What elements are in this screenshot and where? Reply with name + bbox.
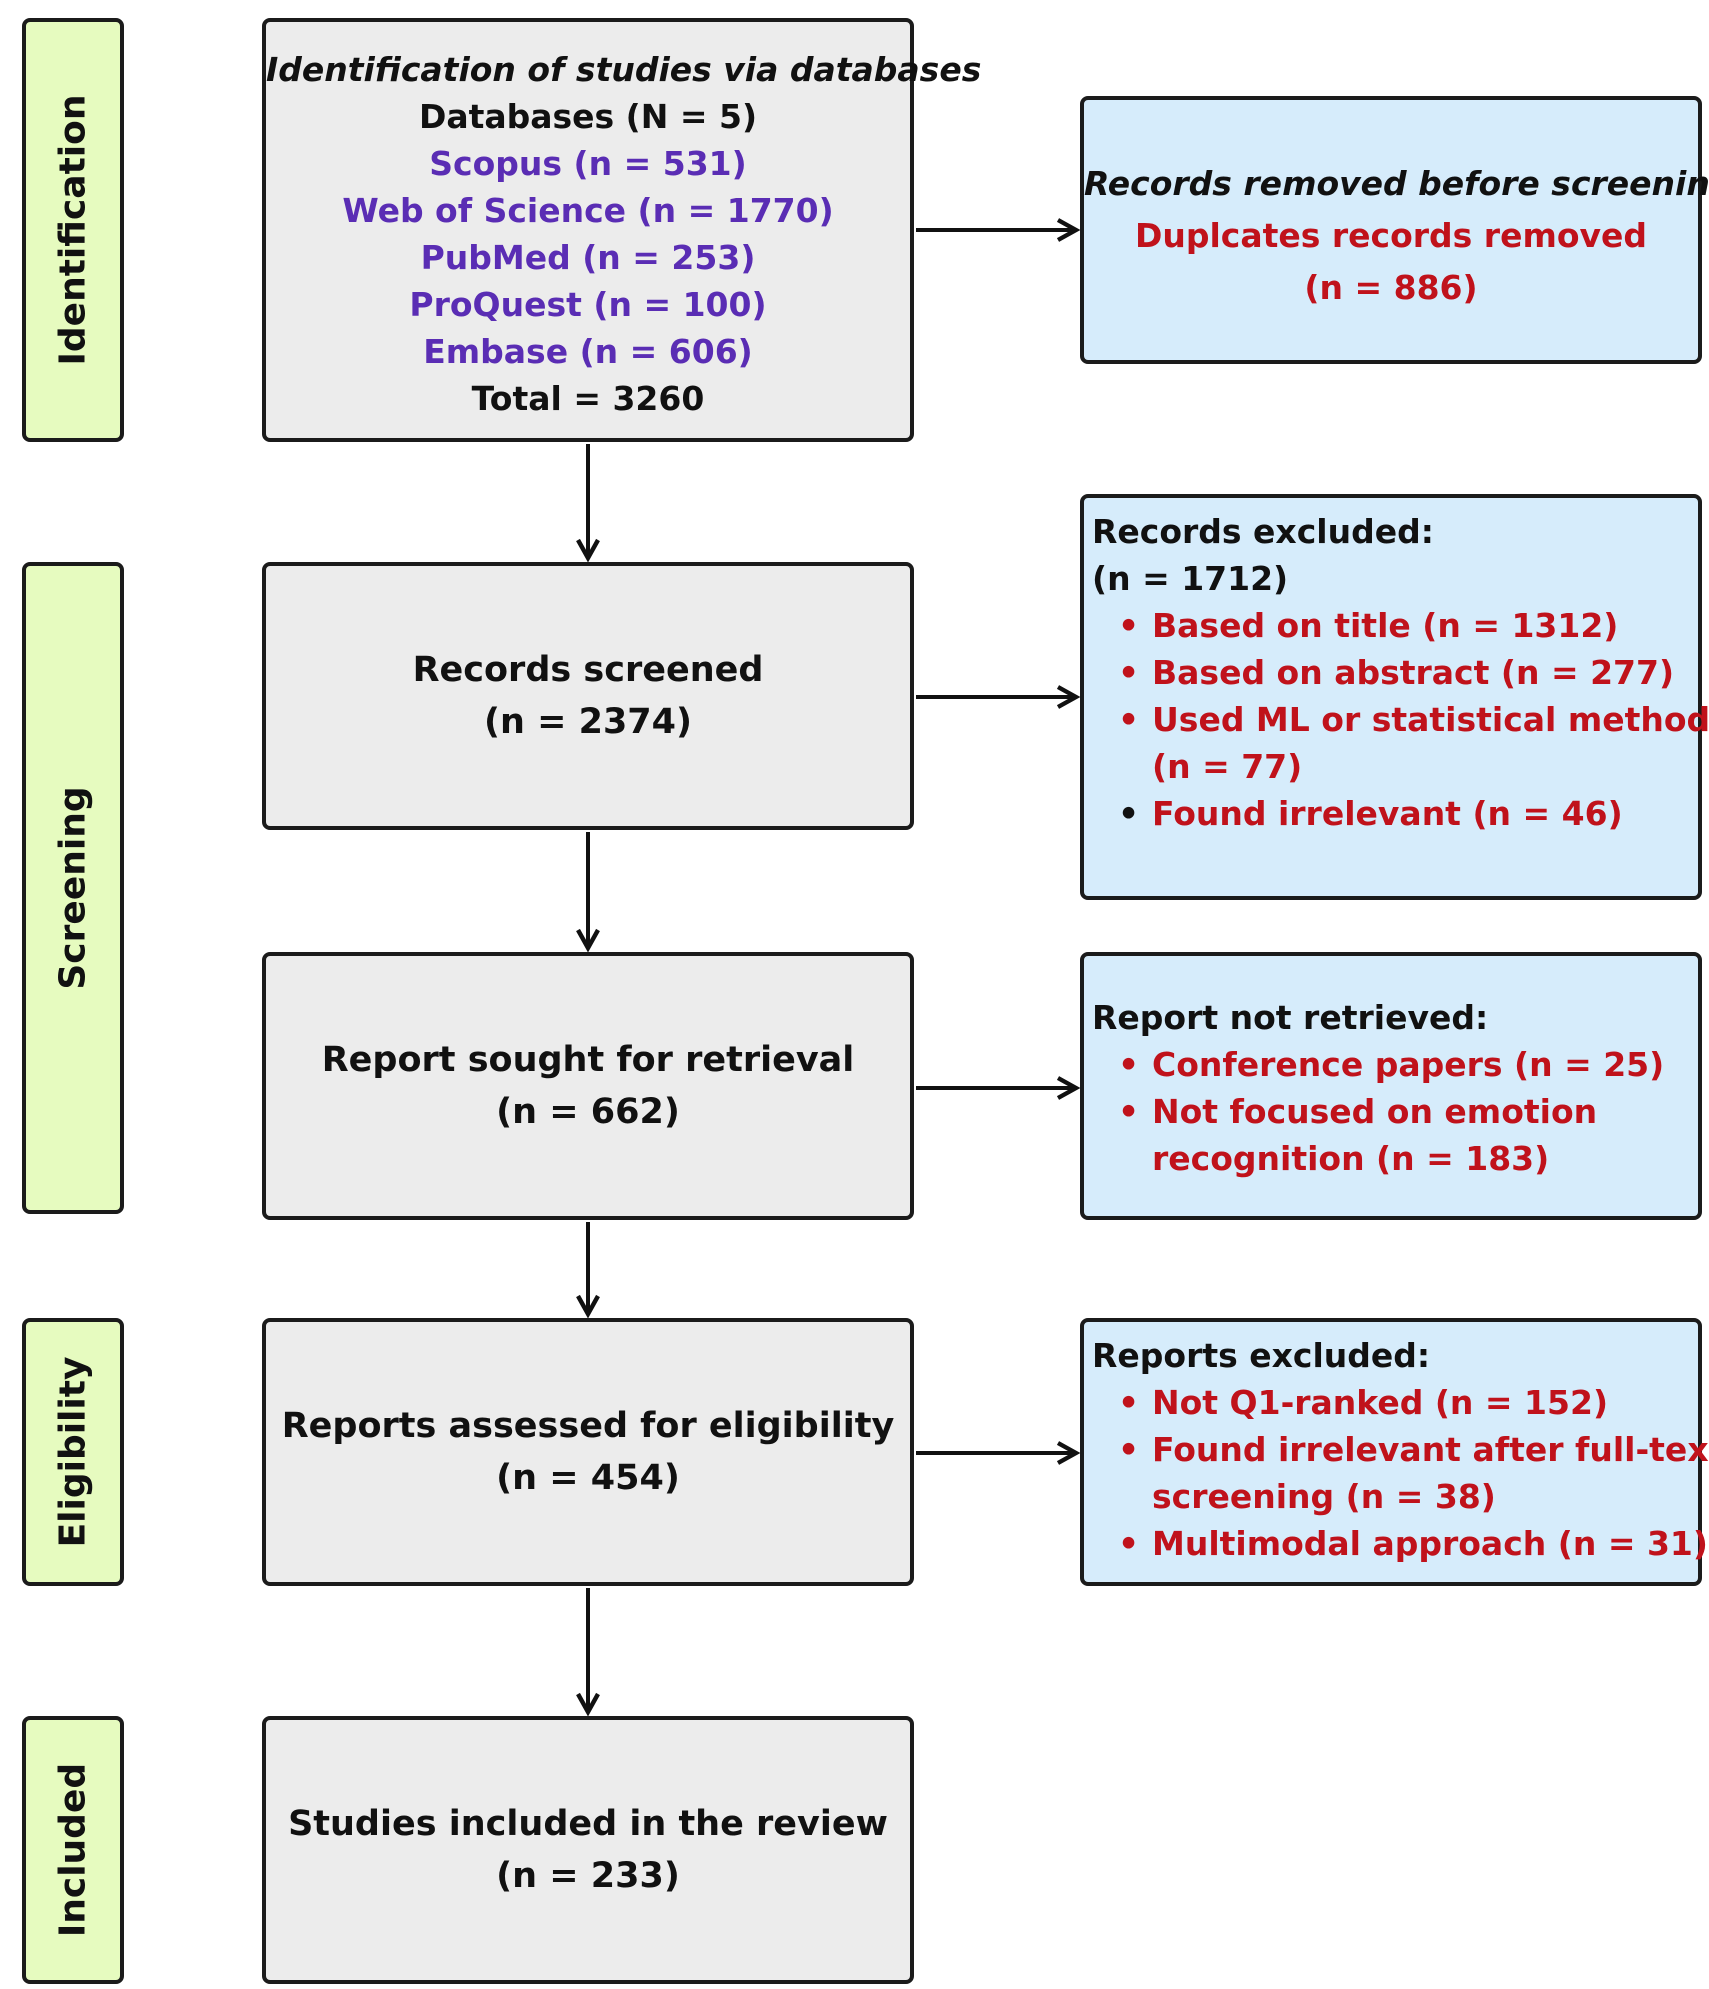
sought-line2: (n = 662) <box>496 1092 680 1132</box>
sought-line1: Report sought for retrieval <box>321 1040 855 1080</box>
records-removed-box: Records removed before screening: Duplca… <box>1080 96 1709 364</box>
reports-excluded-item-fulltext: •Found irrelevant after full-text <box>1092 1426 1709 1473</box>
source-web-of-science: Web of Science (n = 1770) <box>342 191 834 230</box>
not-retrieved-item-emotion: •Not focused on emotion <box>1092 1088 1690 1135</box>
assessed-line2: (n = 454) <box>496 1458 680 1498</box>
screened-line1: Records screened <box>412 650 764 690</box>
bullet-icon: • <box>1118 794 1140 833</box>
total-records: Total = 3260 <box>471 379 705 418</box>
identification-box: Identification of studies via databases … <box>262 18 982 442</box>
excluded-count: (n = 1712) <box>1092 559 1289 598</box>
studies-included-box: Studies included in the review (n = 233) <box>262 1716 914 1984</box>
excluded-item-methods-cont: (n = 77) <box>1152 747 1303 786</box>
excluded-item-abstract: •Based on abstract (n = 277) <box>1092 649 1690 696</box>
included-line1: Studies included in the review <box>288 1804 888 1844</box>
source-proquest: ProQuest (n = 100) <box>409 285 767 324</box>
databases-count: Databases (N = 5) <box>418 97 758 136</box>
removed-line2: (n = 886) <box>1304 268 1478 307</box>
identification-heading: Identification of studies via databases <box>266 50 982 89</box>
source-embase: Embase (n = 606) <box>423 332 753 371</box>
reports-excluded-item-q1: •Not Q1-ranked (n = 152) <box>1092 1379 1690 1426</box>
bullet-icon: • <box>1118 1524 1140 1563</box>
phase-identification: Identification <box>22 18 124 442</box>
removed-line1: Duplcates records removed <box>1134 216 1648 255</box>
phase-screening: Screening <box>22 562 124 1214</box>
records-screened-box: Records screened (n = 2374) <box>262 562 914 830</box>
report-not-retrieved-box: Report not retrieved: •Conference papers… <box>1080 952 1702 1220</box>
reports-excluded-item-multimodal: •Multimodal approach (n = 31) <box>1092 1520 1708 1567</box>
bullet-icon: • <box>1118 606 1140 645</box>
reports-assessed-box: Reports assessed for eligibility (n = 45… <box>262 1318 914 1586</box>
phase-included: Included <box>22 1716 124 1984</box>
excluded-item-title: •Based on title (n = 1312) <box>1092 602 1690 649</box>
screened-line2: (n = 2374) <box>483 702 693 742</box>
excluded-item-irrelevant: •Found irrelevant (n = 46) <box>1092 790 1690 837</box>
bullet-icon: • <box>1118 1092 1140 1131</box>
records-excluded-box: Records excluded: (n = 1712) •Based on t… <box>1080 494 1709 900</box>
bullet-icon: • <box>1118 1045 1140 1084</box>
not-retrieved-item-emotion-cont: recognition (n = 183) <box>1152 1139 1550 1178</box>
included-line2: (n = 233) <box>496 1856 680 1896</box>
excluded-item-methods: •Used ML or statistical methods <box>1092 696 1709 743</box>
assessed-line1: Reports assessed for eligibility <box>281 1406 895 1446</box>
bullet-icon: • <box>1118 700 1140 739</box>
excluded-heading: Records excluded: <box>1092 512 1434 551</box>
removed-heading: Records removed before screening: <box>1084 164 1709 203</box>
reports-excluded-box: Reports excluded: •Not Q1-ranked (n = 15… <box>1080 1318 1709 1586</box>
report-sought-box: Report sought for retrieval (n = 662) <box>262 952 914 1220</box>
not-retrieved-heading: Report not retrieved: <box>1092 998 1489 1037</box>
reports-excluded-heading: Reports excluded: <box>1092 1336 1431 1375</box>
phase-eligibility: Eligibility <box>22 1318 124 1586</box>
source-pubmed: PubMed (n = 253) <box>420 238 756 277</box>
bullet-icon: • <box>1118 1430 1140 1469</box>
reports-excluded-item-fulltext-cont: screening (n = 38) <box>1152 1477 1496 1516</box>
not-retrieved-item-conference: •Conference papers (n = 25) <box>1092 1041 1690 1088</box>
bullet-icon: • <box>1118 1383 1140 1422</box>
source-scopus: Scopus (n = 531) <box>429 144 747 183</box>
bullet-icon: • <box>1118 653 1140 692</box>
